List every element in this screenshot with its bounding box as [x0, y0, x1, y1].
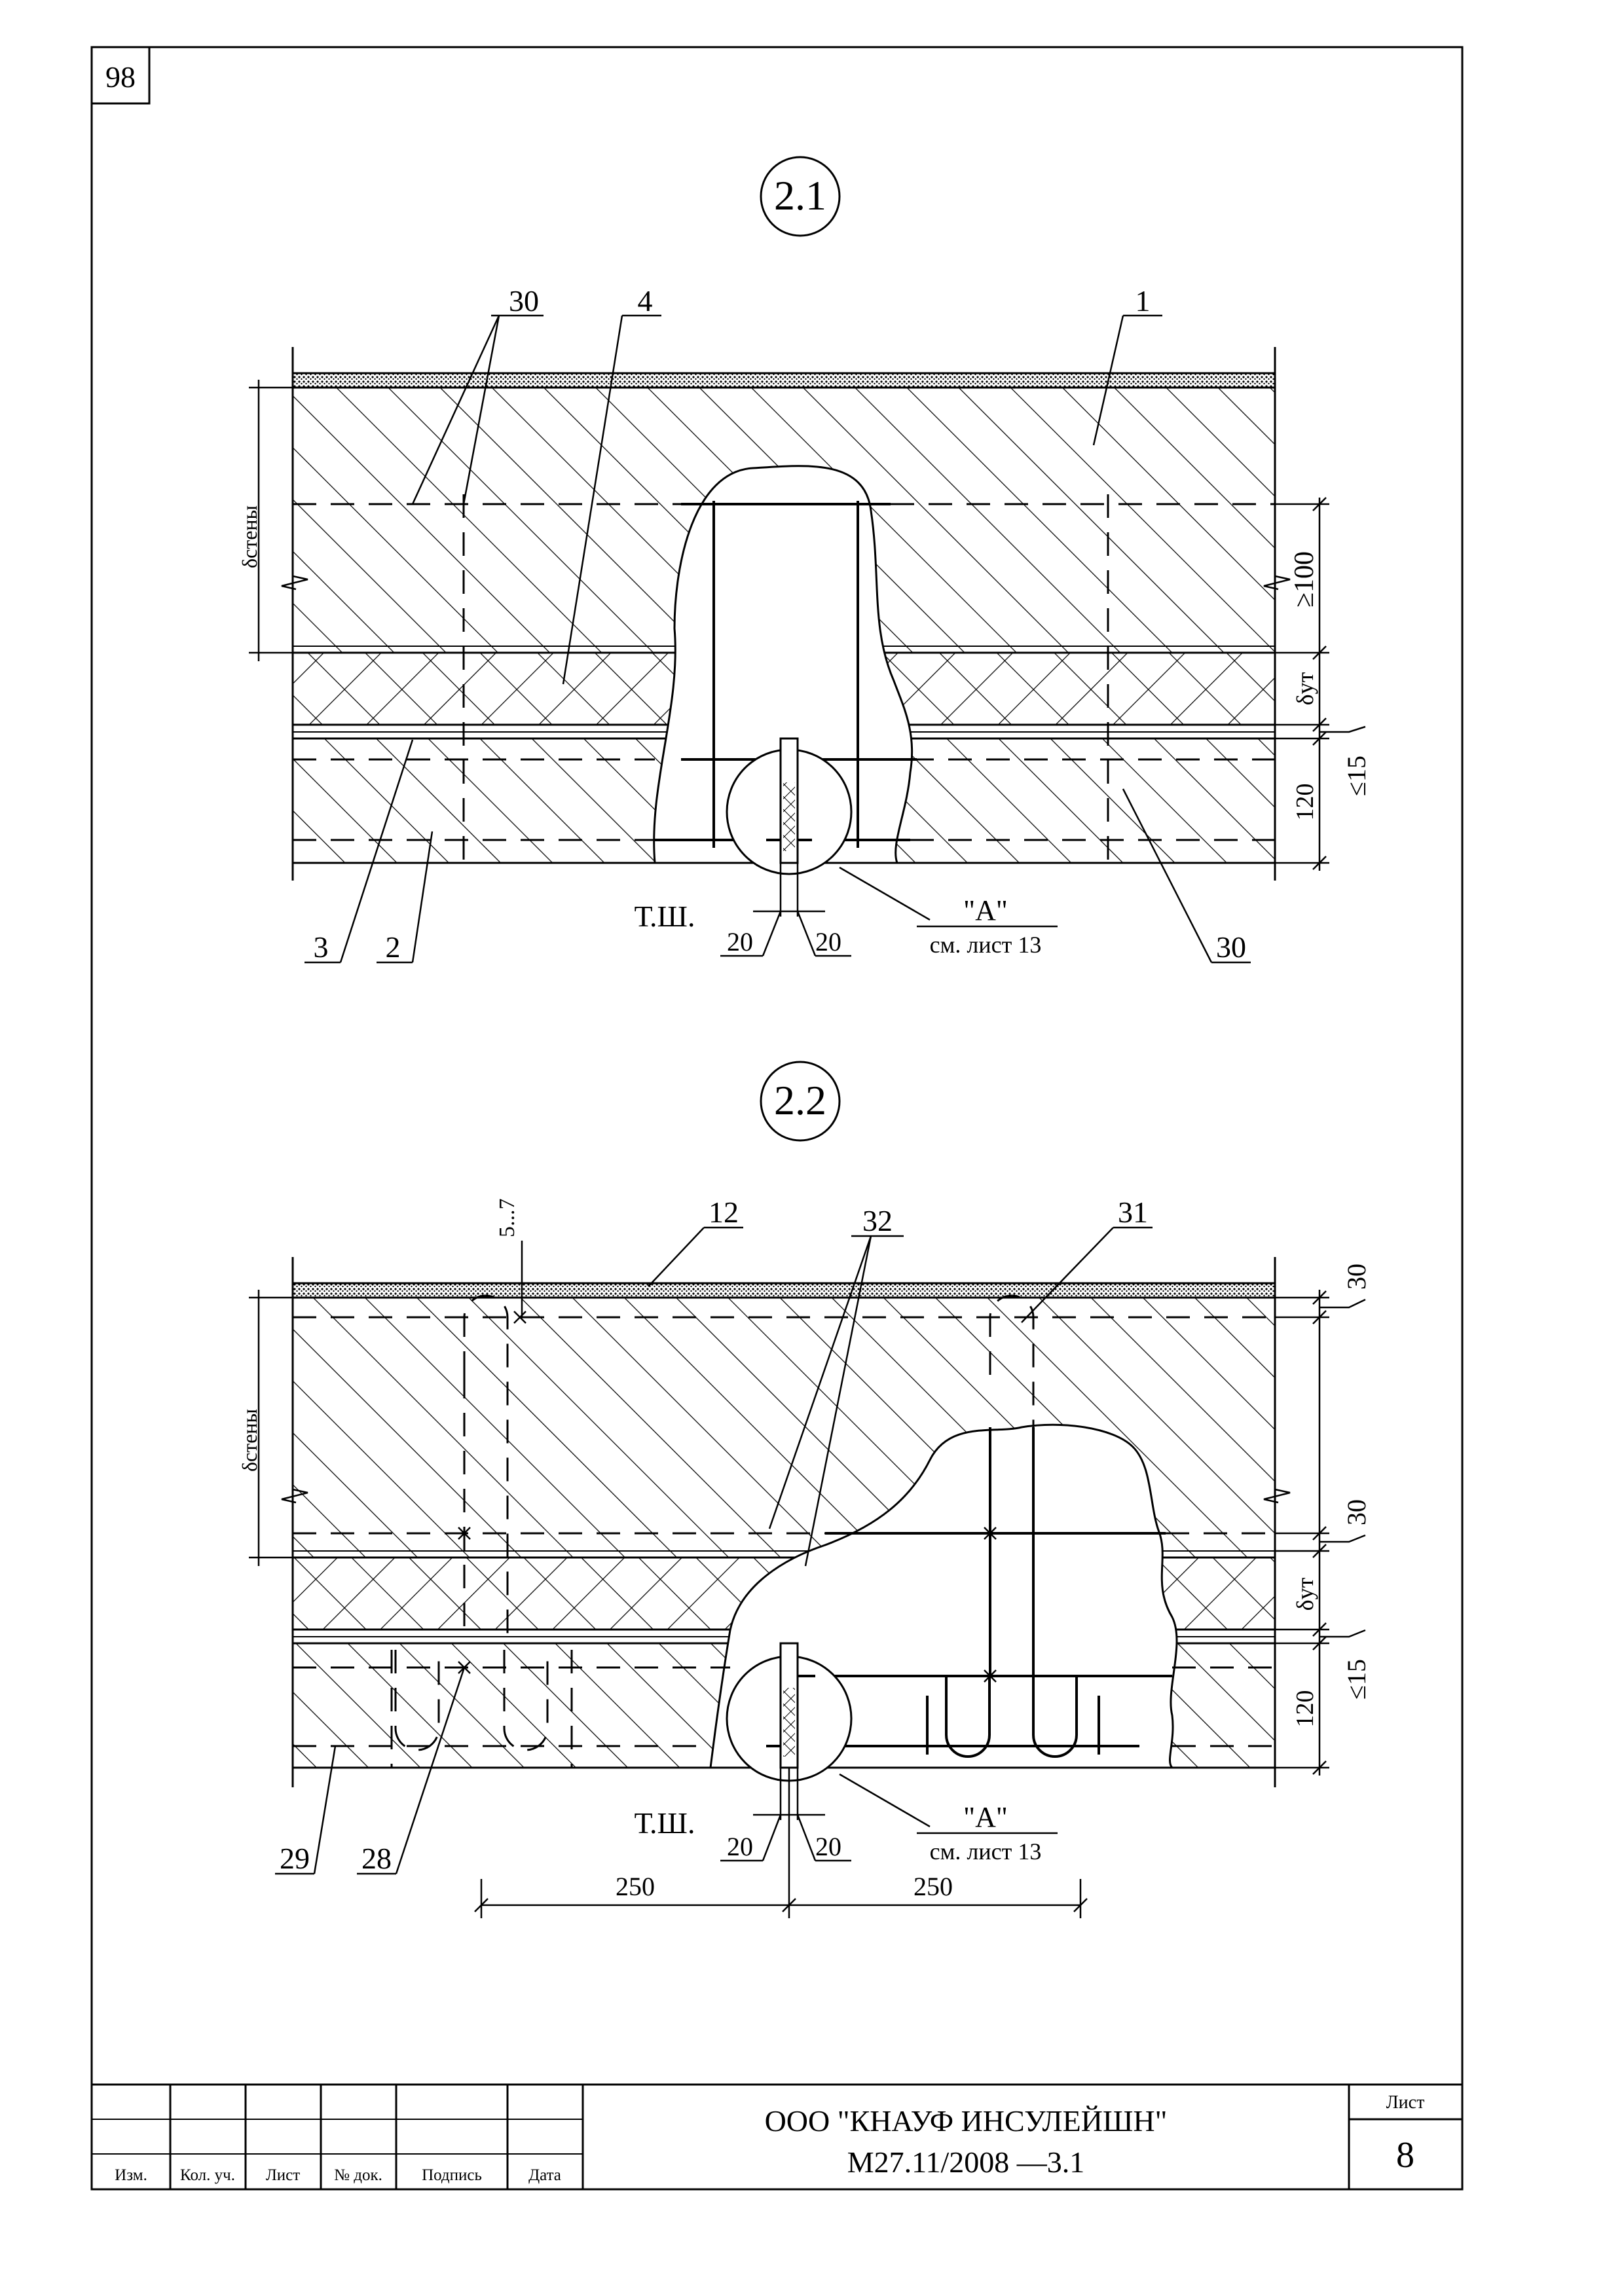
dim-insulation: δут: [1292, 1577, 1318, 1611]
sheet-number: 8: [1396, 2135, 1414, 2176]
dim-20-left: 20: [727, 1832, 753, 1861]
hidden-reinforcement: [293, 494, 1275, 863]
dim-250-right: 250: [913, 1872, 953, 1901]
sheet-label: Лист: [1386, 2092, 1425, 2113]
callout-29: 29: [280, 1842, 310, 1875]
callout-1: 1: [1135, 284, 1151, 318]
detail-2-2: 2.2: [238, 1061, 1371, 1918]
dim-5-7: 5...7: [495, 1199, 519, 1238]
dim-20-left: 20: [727, 927, 753, 957]
node-a-sheet: см. лист 13: [930, 1838, 1042, 1865]
col-doc: № док.: [334, 2166, 382, 2184]
dim-wall-thickness: δстены: [238, 1409, 261, 1472]
dim-max-15: ≤15: [1342, 756, 1371, 796]
col-sheet: Лист: [266, 2166, 300, 2184]
sheet-frame: 98: [90, 46, 1464, 2191]
title-block: Изм. Кол. уч. Лист № док. Подпись Дата О…: [92, 2083, 1462, 2189]
dim-20-right: 20: [815, 1832, 841, 1861]
node-a-sheet: см. лист 13: [930, 932, 1042, 958]
callout-30-top: 30: [509, 284, 539, 318]
dim-max-15: ≤15: [1342, 1659, 1371, 1700]
callout-12: 12: [709, 1195, 739, 1229]
col-date: Дата: [528, 2166, 561, 2184]
detail-id: 2.1: [774, 172, 826, 219]
page-number: 98: [105, 60, 136, 94]
dim-30-mid: 30: [1342, 1499, 1371, 1525]
detail-id: 2.2: [774, 1077, 826, 1123]
dim-insulation: δут: [1292, 672, 1318, 705]
dim-30-top: 30: [1342, 1264, 1371, 1290]
dim-wall-thickness: δстены: [238, 505, 261, 568]
col-signature: Подпись: [422, 2166, 482, 2184]
plaster-layer: [291, 372, 1276, 389]
callout-4: 4: [638, 284, 653, 318]
node-a-ref: "А": [963, 1801, 1008, 1833]
dim-min-100: ≥100: [1289, 551, 1320, 608]
dim-250-left: 250: [616, 1872, 655, 1901]
dim-20-right: 20: [815, 927, 841, 957]
plaster-layer: [291, 1282, 1276, 1299]
col-count: Кол. уч.: [180, 2166, 235, 2184]
callout-30-bottom: 30: [1216, 930, 1246, 964]
reinforcement-loops: [789, 1427, 1172, 1758]
callout-32: 32: [862, 1204, 893, 1237]
col-change: Изм.: [115, 2166, 147, 2184]
detail-marker-circle: [760, 156, 841, 237]
joint-label: Т.Ш.: [635, 1806, 695, 1840]
dim-120: 120: [1291, 1690, 1319, 1728]
detail-2-1: 2.1: [238, 156, 1371, 964]
callout-2: 2: [386, 930, 401, 964]
dim-120: 120: [1291, 784, 1319, 821]
hidden-reinforcement: [293, 1294, 1275, 1768]
document-code: М27.11/2008 —3.1: [847, 2145, 1084, 2179]
joint-label: Т.Ш.: [635, 900, 695, 933]
company-name: ООО "КНАУФ ИНСУЛЕЙШН": [765, 2104, 1168, 2138]
callout-3: 3: [314, 930, 329, 964]
detail-marker-circle: [760, 1061, 841, 1142]
callout-28: 28: [361, 1842, 392, 1875]
node-a-ref: "А": [963, 894, 1008, 926]
callout-31: 31: [1118, 1195, 1148, 1229]
